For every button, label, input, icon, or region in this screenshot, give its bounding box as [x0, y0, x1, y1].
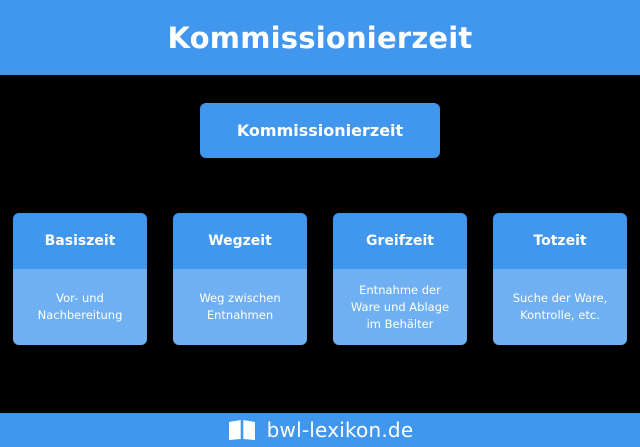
card-title: Greifzeit: [333, 213, 467, 269]
footer-brand[interactable]: bwl-lexikon.de: [266, 418, 414, 442]
card-title: Basiszeit: [13, 213, 147, 269]
card-title: Wegzeit: [173, 213, 307, 269]
card-description: Weg zwischen Entnahmen: [173, 269, 307, 345]
card-description: Vor- und Nachbereitung: [13, 269, 147, 345]
book-icon: [228, 420, 255, 440]
card-description: Entnahme der Ware und Ablage im Behälter: [333, 269, 467, 345]
card-description: Suche der Ware, Kontrolle, etc.: [493, 269, 627, 345]
header-bar: Kommissionierzeit: [0, 0, 640, 75]
card-title: Totzeit: [493, 213, 627, 269]
card-greifzeit: Greifzeit Entnahme der Ware und Ablage i…: [333, 213, 467, 345]
card-totzeit: Totzeit Suche der Ware, Kontrolle, etc.: [493, 213, 627, 345]
card-basiszeit: Basiszeit Vor- und Nachbereitung: [13, 213, 147, 345]
page-title: Kommissionierzeit: [167, 20, 473, 55]
root-node: Kommissionierzeit: [200, 103, 440, 158]
root-node-label: Kommissionierzeit: [236, 121, 404, 140]
footer-bar: bwl-lexikon.de: [0, 413, 640, 447]
card-wegzeit: Wegzeit Weg zwischen Entnahmen: [173, 213, 307, 345]
